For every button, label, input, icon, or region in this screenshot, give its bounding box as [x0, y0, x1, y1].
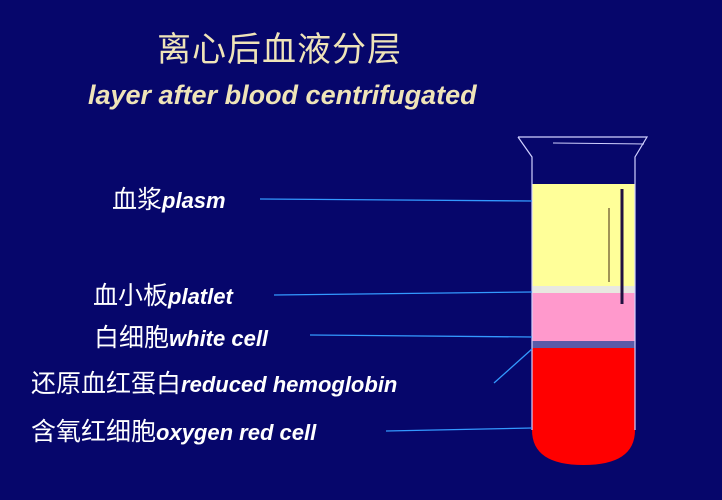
label-white-cell-zh: 白细胞 [94, 323, 170, 352]
leader-line-oxygen-red-cell [385, 427, 533, 432]
tube-rim-highlight [552, 142, 645, 145]
label-reduced-hemoglobin: 还原血红蛋白reduced hemoglobin [31, 364, 397, 400]
label-plasm: 血浆plasm [112, 180, 226, 216]
label-plasm-zh: 血浆 [112, 185, 163, 214]
plasma-layer [532, 184, 635, 286]
leader-line-plasm [259, 198, 533, 202]
leader-line-white-cell [309, 334, 533, 338]
label-white-cell-en: white cell [169, 326, 269, 351]
label-white-cell: 白细胞white cell [94, 318, 268, 354]
label-platlet-zh: 血小板 [93, 281, 169, 310]
label-reduced-hemoglobin-zh: 还原血红蛋白 [31, 369, 182, 398]
label-platlet-en: platlet [168, 284, 233, 309]
label-oxygen-red-cell-en: oxygen red cell [156, 420, 317, 445]
label-platlet: 血小板platlet [93, 276, 233, 312]
label-plasm-en: plasm [162, 188, 226, 213]
tube-outline [517, 136, 649, 430]
red-cell-layer [532, 348, 635, 465]
label-oxygen-red-cell-zh: 含氧红细胞 [31, 417, 157, 446]
title-chinese: 离心后血液分层 [157, 30, 402, 70]
white-cell-layer [532, 293, 635, 341]
reduced-hemoglobin-layer [532, 341, 635, 348]
leader-line-platlet [273, 291, 533, 296]
label-reduced-hemoglobin-en: reduced hemoglobin [181, 372, 398, 397]
title-english: layer after blood centrifugated [88, 80, 477, 110]
leader-line-reduced-hemoglobin [493, 348, 533, 384]
label-oxygen-red-cell: 含氧红细胞oxygen red cell [31, 412, 316, 448]
platelet-layer [532, 286, 635, 293]
